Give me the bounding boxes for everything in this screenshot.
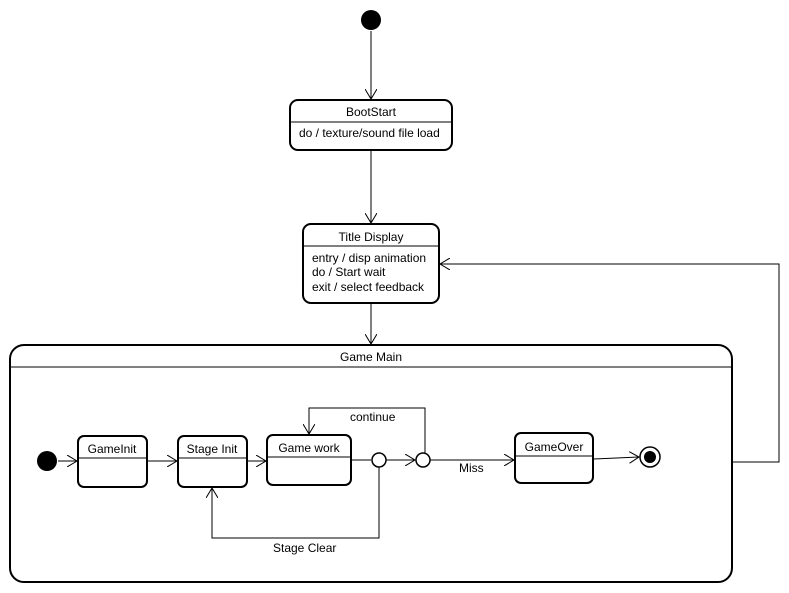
state-title-display-activity-do: do / Start wait <box>312 265 386 279</box>
state-title-display: Title Display entry / disp animation do … <box>302 223 440 304</box>
state-title-display-activity-entry: entry / disp animation <box>312 251 426 265</box>
final-node-core <box>644 451 656 463</box>
state-stage-init: Stage Init <box>177 435 248 488</box>
state-game-work-box <box>266 434 352 486</box>
state-bootstart-title: BootStart <box>346 105 397 119</box>
state-gameover: GameOver <box>514 432 594 484</box>
transition-gamemain-to-title <box>440 264 780 463</box>
state-title-display-box <box>302 223 440 304</box>
choice-node-2 <box>415 452 431 468</box>
transition-continue <box>309 407 426 453</box>
state-title-display-title: Title Display <box>339 230 404 244</box>
choice-node-1 <box>371 452 387 468</box>
state-bootstart-activity: do / texture/sound file load <box>299 126 440 140</box>
final-node <box>639 446 661 468</box>
state-game-main-title: Game Main <box>340 350 402 364</box>
state-game-work: Game work <box>266 434 352 486</box>
initial-node-inner <box>37 451 57 471</box>
state-game-main: Game Main <box>9 344 733 583</box>
state-title-display-activity-exit: exit / select feedback <box>312 280 425 294</box>
transition-miss-label: Miss <box>459 461 484 475</box>
initial-node-top <box>361 10 381 30</box>
state-gameinit-box <box>77 435 148 488</box>
state-gameinit-title: GameInit <box>88 442 137 456</box>
state-gameover-box <box>514 432 594 484</box>
state-stage-init-title: Stage Init <box>187 442 238 456</box>
state-gameinit: GameInit <box>77 435 148 488</box>
transition-stage-clear <box>212 467 380 539</box>
state-gameover-title: GameOver <box>525 440 584 454</box>
transition-gameover-to-final <box>593 457 639 459</box>
state-bootstart-box <box>289 99 453 151</box>
state-stage-init-box <box>177 435 248 488</box>
state-game-work-title: Game work <box>278 441 340 455</box>
state-game-main-box <box>9 344 733 583</box>
transition-continue-label: continue <box>350 410 396 424</box>
state-bootstart: BootStart do / texture/sound file load <box>289 99 453 151</box>
transition-stage-clear-label: Stage Clear <box>273 541 336 555</box>
